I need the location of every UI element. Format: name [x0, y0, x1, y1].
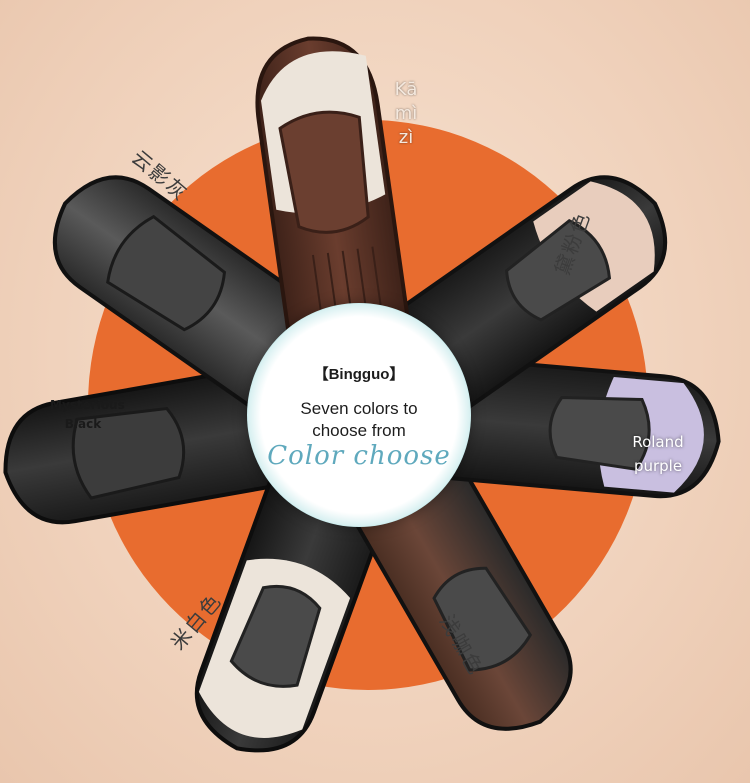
- tagline-line2: choose from: [312, 421, 406, 440]
- label-black-line1: Mysterious: [50, 398, 125, 412]
- label-purple-line1: Roland: [632, 433, 684, 451]
- label-mysterious-black: Mysterious Black: [50, 396, 125, 434]
- tagline-line1: Seven colors to: [300, 399, 418, 418]
- label-kamzi-line3: zì: [398, 127, 414, 148]
- label-roland-purple: Roland purple: [628, 430, 688, 478]
- label-kamzi: Kā mì zì: [386, 78, 426, 150]
- label-black-line2: Black: [64, 417, 102, 431]
- brand-name: 【Bingguo】: [313, 366, 405, 383]
- center-badge-inner: 【Bingguo】 Seven colors to choose from Co…: [267, 323, 451, 507]
- center-badge: 【Bingguo】 Seven colors to choose from Co…: [247, 303, 471, 527]
- label-kamzi-line1: Kā: [394, 79, 418, 100]
- label-kamzi-line2: mì: [394, 103, 418, 124]
- color-choose-script: Color choose: [267, 441, 451, 471]
- label-purple-line2: purple: [633, 457, 683, 475]
